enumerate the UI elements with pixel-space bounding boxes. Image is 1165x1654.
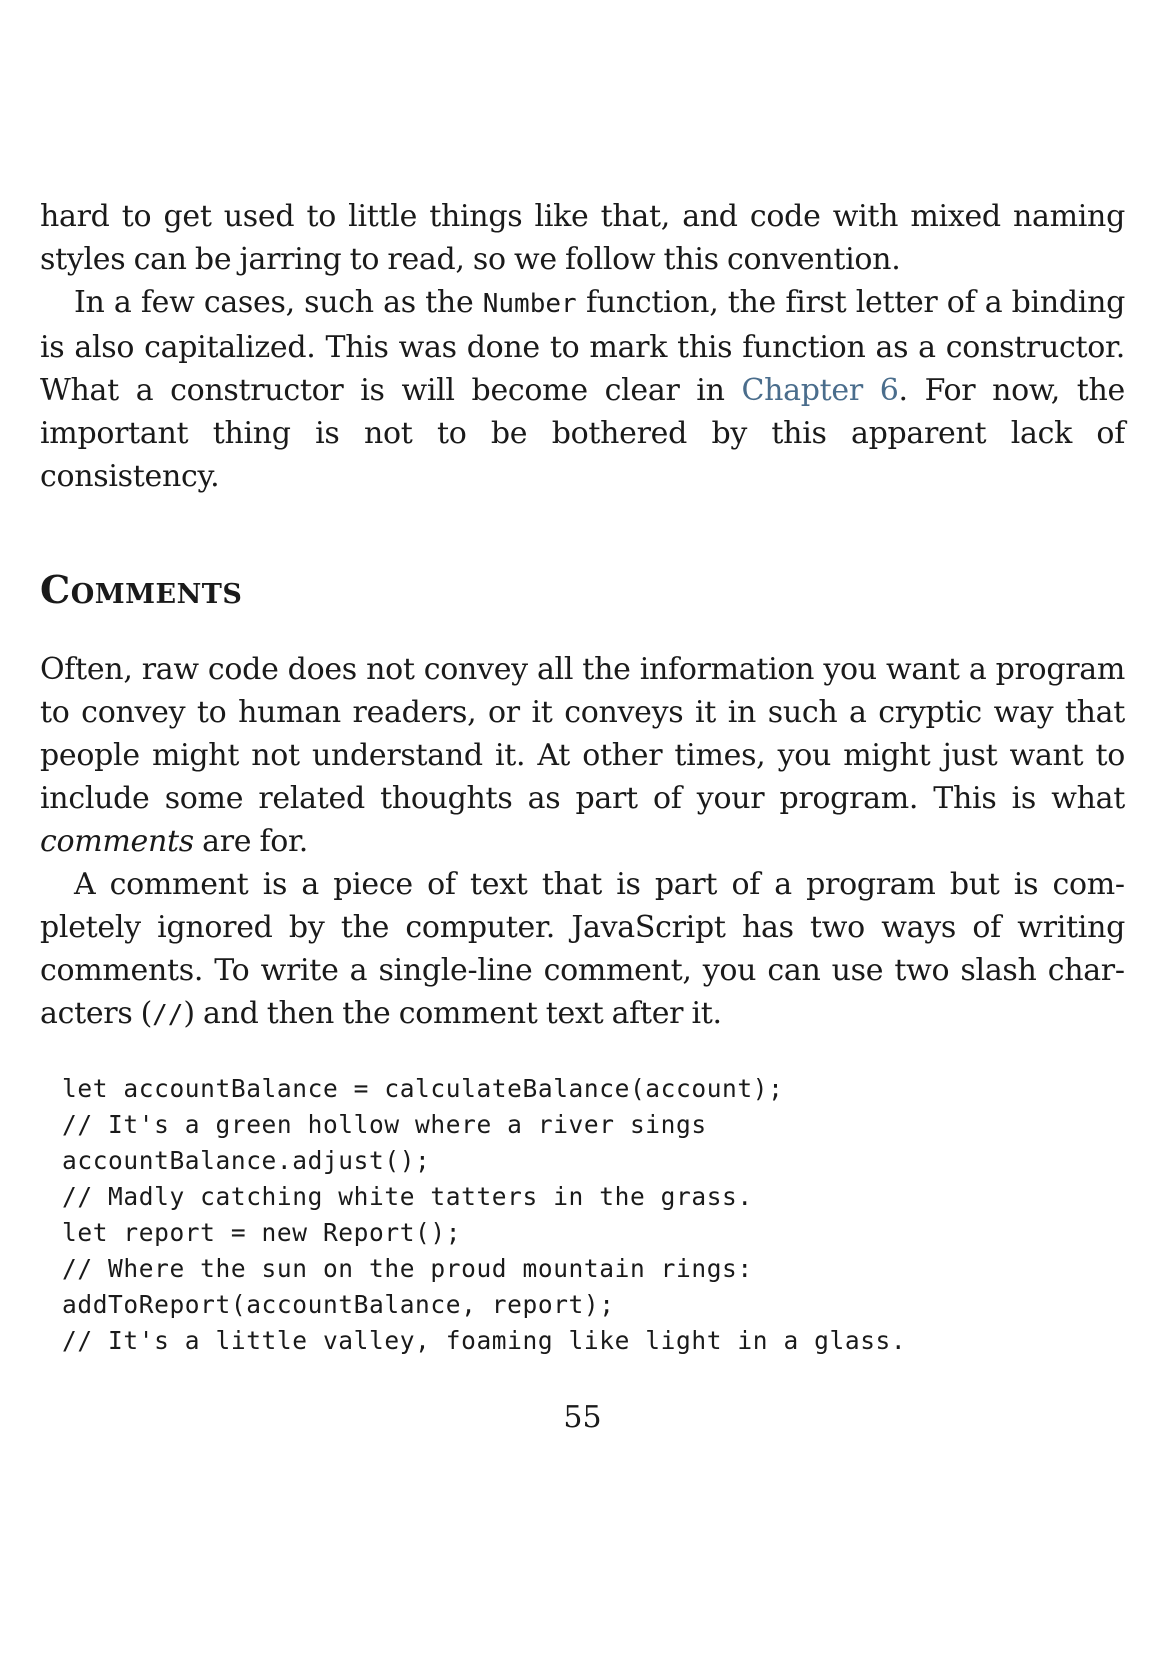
code-line: // It's a little valley, foaming like li… [62, 1326, 907, 1355]
code-line: addToReport(accountBalance, report); [62, 1290, 615, 1319]
page-content: hard to get used to little things like t… [40, 195, 1125, 1359]
inline-code-number: Number [482, 289, 577, 319]
inline-code-slashes: // [152, 1000, 184, 1030]
code-block: let accountBalance = calculateBalance(ac… [62, 1071, 1125, 1359]
section-title: Comments [40, 567, 243, 612]
code-line: let report = new Report(); [62, 1218, 462, 1247]
paragraph-text: are for. [193, 824, 308, 859]
paragraph-text: A comment is a piece of text that is par… [40, 867, 1125, 1031]
chapter-6-link[interactable]: Chapter 6 [741, 373, 899, 408]
paragraph-text: In a few cases, such as the [74, 285, 483, 320]
paragraph-comments-intro: Often, raw code does not convey all the … [40, 648, 1125, 863]
code-line: // Madly catching white tatters in the g… [62, 1182, 753, 1211]
emphasis-comments: comments [40, 824, 194, 859]
paragraph-text: ) and then the comment text after it. [183, 996, 722, 1031]
paragraph-constructor: In a few cases, such as the Number funct… [40, 281, 1125, 498]
code-line: let accountBalance = calculateBalance(ac… [62, 1074, 784, 1103]
paragraph-text: . For now, the important thing is not to… [40, 373, 1125, 494]
paragraph-text: function, the first letter of a binding … [40, 285, 1125, 408]
paragraph-comment-definition: A comment is a piece of text that is par… [40, 863, 1125, 1037]
code-line: // Where the sun on the proud mountain r… [62, 1254, 753, 1283]
paragraph-naming-convention: hard to get used to little things like t… [40, 199, 1125, 277]
paragraph-text: Often, raw code does not convey all the … [40, 652, 1125, 816]
code-line: // It's a green hollow where a river sin… [62, 1110, 707, 1139]
code-line: accountBalance.adjust(); [62, 1146, 431, 1175]
page-number: 55 [563, 1400, 602, 1435]
